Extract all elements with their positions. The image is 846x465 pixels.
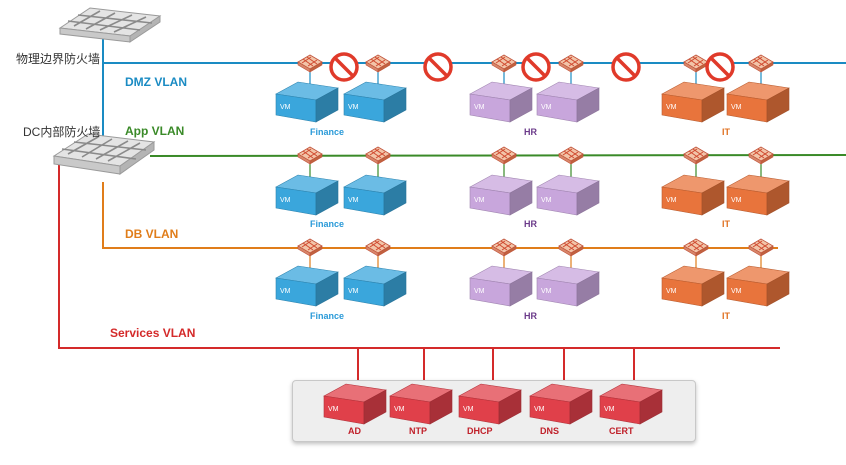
vm-label: VM — [604, 406, 615, 413]
vm-label: VM — [541, 288, 552, 295]
firewall-icon — [558, 146, 584, 165]
vm-finance: VM — [275, 174, 339, 216]
vm-service-dhcp: VM — [458, 383, 522, 425]
no-entry-icon — [423, 52, 453, 82]
services-vlan-label: Services VLAN — [110, 326, 196, 340]
dmz-vlan-label: DMZ VLAN — [125, 75, 187, 89]
vm-label: VM — [666, 104, 677, 111]
firewall-icon — [491, 238, 517, 257]
vm-it: VM — [726, 174, 790, 216]
firewall-icon — [297, 54, 323, 73]
app-vlan-label: App VLAN — [125, 124, 185, 138]
firewall-icon — [683, 146, 709, 165]
vm-hr: VM — [469, 81, 533, 123]
vm-label: VM — [463, 406, 474, 413]
service-label-ntp: NTP — [409, 426, 427, 436]
vm-label: VM — [280, 197, 291, 204]
firewall-icon — [748, 238, 774, 257]
firewall-layer — [297, 54, 774, 257]
vm-label: VM — [666, 197, 677, 204]
vm-label: VM — [731, 104, 742, 111]
service-label-ad: AD — [348, 426, 361, 436]
vm-finance: VM — [343, 81, 407, 123]
vm-it: VM — [726, 265, 790, 307]
firewall-icon — [297, 146, 323, 165]
dc-firewall-label: DC内部防火墙 — [23, 125, 101, 139]
vm-it: VM — [661, 81, 725, 123]
vm-hr: VM — [469, 265, 533, 307]
vm-label: VM — [328, 406, 339, 413]
vm-label: VM — [474, 104, 485, 111]
vm-label: VM — [474, 197, 485, 204]
firewall-icon — [683, 238, 709, 257]
vm-layer: VM VM VM VM VM VM VM VM VM VM VM VM VM VM VM VM VM VM — [275, 81, 790, 307]
vm-label: VM — [731, 288, 742, 295]
vm-label: VM — [474, 288, 485, 295]
vm-label: VM — [534, 406, 545, 413]
vm-label: VM — [348, 288, 359, 295]
group-label-finance: Finance — [310, 127, 345, 137]
firewall-icon — [748, 146, 774, 165]
vm-service-cert: VM — [599, 383, 663, 425]
vm-label: VM — [280, 104, 291, 111]
group-label-finance: Finance — [310, 311, 345, 321]
vm-it: VM — [661, 265, 725, 307]
firewall-icon — [491, 146, 517, 165]
vm-hr: VM — [536, 265, 600, 307]
group-label-hr: HR — [524, 311, 537, 321]
vm-service-ad: VM — [323, 383, 387, 425]
firewall-appliance-icon — [58, 7, 162, 43]
vm-finance: VM — [343, 265, 407, 307]
service-label-dns: DNS — [540, 426, 560, 436]
firewall-icon — [365, 54, 391, 73]
vm-label: VM — [666, 288, 677, 295]
group-label-hr: HR — [524, 127, 537, 137]
vm-label: VM — [280, 288, 291, 295]
service-label-dhcp: DHCP — [467, 426, 493, 436]
vm-label: VM — [348, 197, 359, 204]
group-label-it: IT — [722, 219, 730, 229]
vm-label: VM — [731, 197, 742, 204]
no-entry-icon — [611, 52, 641, 82]
vm-it: VM — [726, 81, 790, 123]
vm-label: VM — [541, 197, 552, 204]
group-label-it: IT — [722, 127, 730, 137]
firewall-appliance-icon — [52, 133, 156, 175]
deny-layer — [329, 52, 735, 82]
services-vlan-line — [58, 165, 780, 349]
vm-service-dns: VM — [529, 383, 593, 425]
no-entry-icon — [521, 52, 551, 82]
vm-finance: VM — [275, 81, 339, 123]
db-vlan-label: DB VLAN — [125, 227, 179, 241]
vm-hr: VM — [469, 174, 533, 216]
firewall-icon — [491, 54, 517, 73]
vm-label: VM — [394, 406, 405, 413]
firewall-icon — [365, 146, 391, 165]
firewall-icon — [365, 238, 391, 257]
firewall-icon — [748, 54, 774, 73]
firewall-icon — [683, 54, 709, 73]
no-entry-icon — [329, 52, 359, 82]
firewall-icon — [297, 238, 323, 257]
firewall-icon — [558, 238, 584, 257]
vm-it: VM — [661, 174, 725, 216]
vm-label: VM — [541, 104, 552, 111]
vm-finance: VM — [343, 174, 407, 216]
group-label-hr: HR — [524, 219, 537, 229]
db-vlan-line — [102, 182, 778, 249]
perimeter-firewall-label: 物理边界防火墙 — [16, 52, 101, 66]
service-label-cert: CERT — [609, 426, 634, 436]
vm-service-ntp: VM — [389, 383, 453, 425]
vm-finance: VM — [275, 265, 339, 307]
vm-hr: VM — [536, 174, 600, 216]
no-entry-icon — [705, 52, 735, 82]
group-label-finance: Finance — [310, 219, 345, 229]
firewall-icon — [558, 54, 584, 73]
group-label-it: IT — [722, 311, 730, 321]
vm-hr: VM — [536, 81, 600, 123]
vm-label: VM — [348, 104, 359, 111]
